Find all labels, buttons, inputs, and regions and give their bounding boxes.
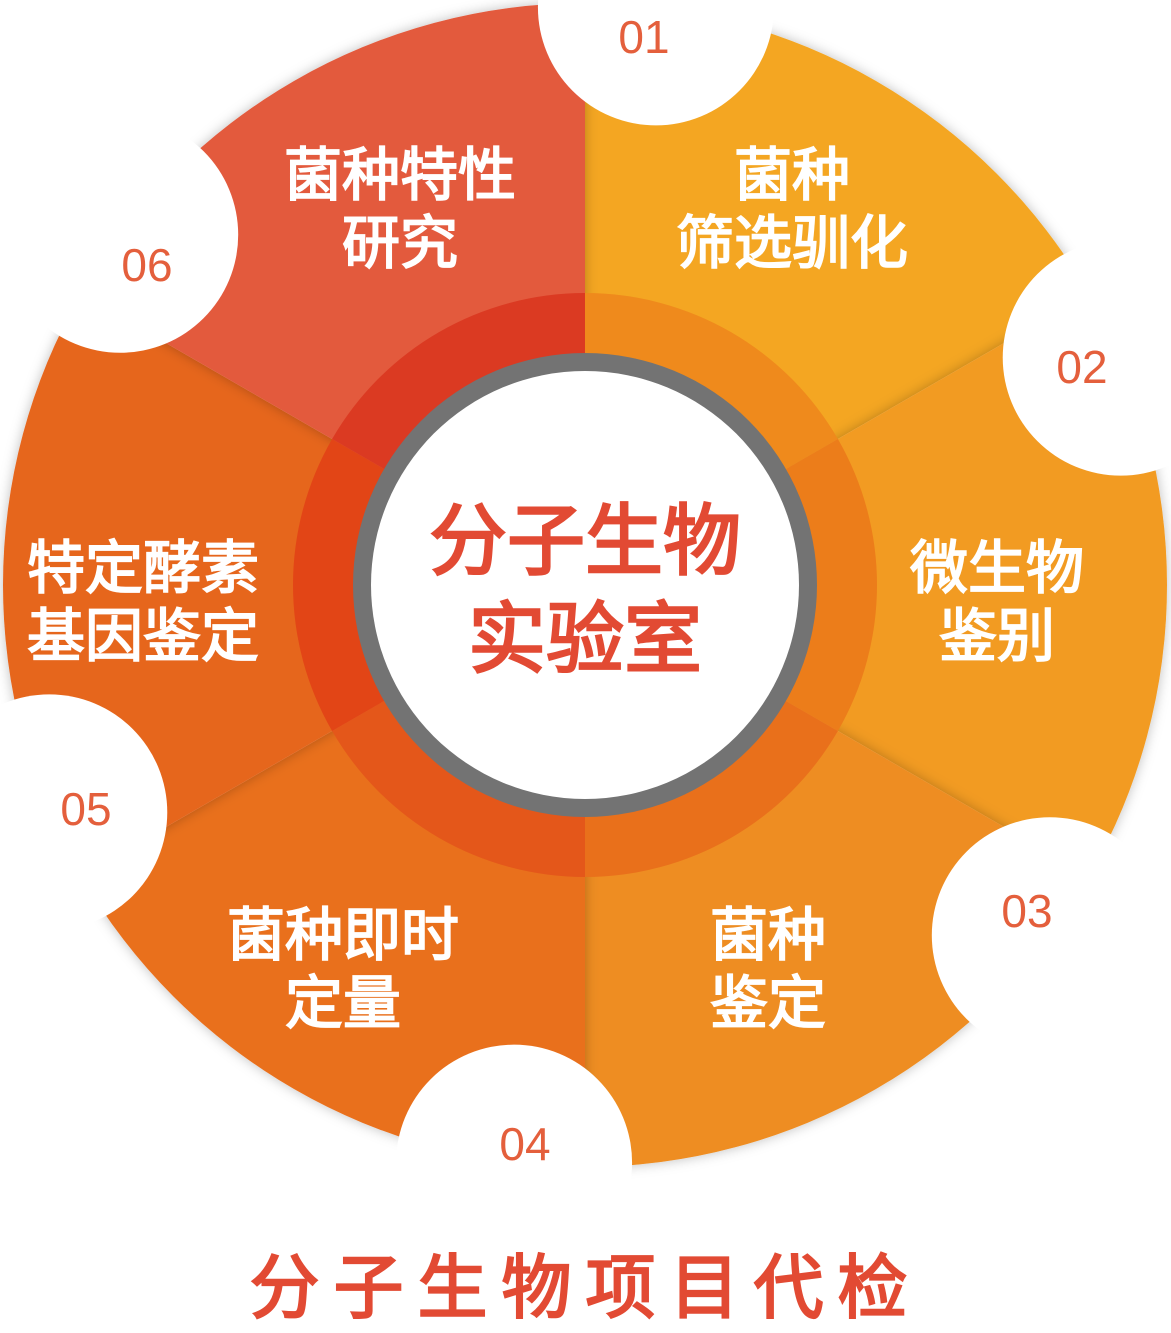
segment-number-05: 05 — [60, 783, 111, 835]
segment-number-06: 06 — [121, 239, 172, 291]
segment-label-line: 基因鉴定 — [27, 602, 259, 670]
segment-label-line: 菌种特性 — [284, 141, 516, 209]
center-disc — [371, 371, 799, 799]
segment-notch-05 — [0, 694, 168, 931]
segment-notch-06 — [2, 116, 239, 353]
lab-cycle-diagram: 分子生物 实验室 菌种筛选驯化01微生物鉴别02菌种鉴定03菌种即时定量04特定… — [0, 0, 1171, 1210]
segment-number-03: 03 — [1001, 885, 1052, 937]
footer-title: 分子生物项目代检 — [249, 1247, 922, 1329]
segment-notch-03 — [931, 817, 1168, 1054]
segment-label-line: 筛选驯化 — [676, 209, 908, 277]
segment-number-04: 04 — [499, 1118, 550, 1170]
segment-label-line: 定量 — [285, 969, 401, 1037]
segment-number-02: 02 — [1056, 341, 1107, 393]
segment-label-05: 特定酵素基因鉴定 — [27, 534, 259, 670]
center-title-line2: 实验室 — [468, 595, 702, 685]
segment-label-line: 研究 — [342, 209, 458, 277]
center-title-line1: 分子生物 — [429, 497, 741, 587]
segment-label-06: 菌种特性研究 — [284, 141, 516, 277]
segment-label-line: 鉴定 — [710, 969, 826, 1037]
segment-label-line: 微生物 — [909, 534, 1084, 602]
segment-label-line: 菌种 — [710, 901, 826, 969]
segment-label-04: 菌种即时定量 — [227, 901, 459, 1037]
segment-label-line: 菌种即时 — [227, 901, 459, 969]
segment-notch-01 — [537, 0, 774, 126]
segment-label-line: 特定酵素 — [27, 534, 259, 602]
segment-label-03: 菌种鉴定 — [710, 901, 826, 1037]
segment-label-line: 菌种 — [734, 141, 850, 209]
segment-label-line: 鉴别 — [939, 602, 1055, 670]
segment-label-02: 微生物鉴别 — [909, 534, 1084, 670]
segment-notch-04 — [396, 1044, 633, 1210]
segment-number-01: 01 — [618, 11, 669, 63]
segment-label-01: 菌种筛选驯化 — [676, 141, 908, 277]
segment-notch-02 — [1002, 239, 1171, 476]
segment-labels: 菌种筛选驯化01微生物鉴别02菌种鉴定03菌种即时定量04特定酵素基因鉴定05菌… — [27, 11, 1108, 1170]
